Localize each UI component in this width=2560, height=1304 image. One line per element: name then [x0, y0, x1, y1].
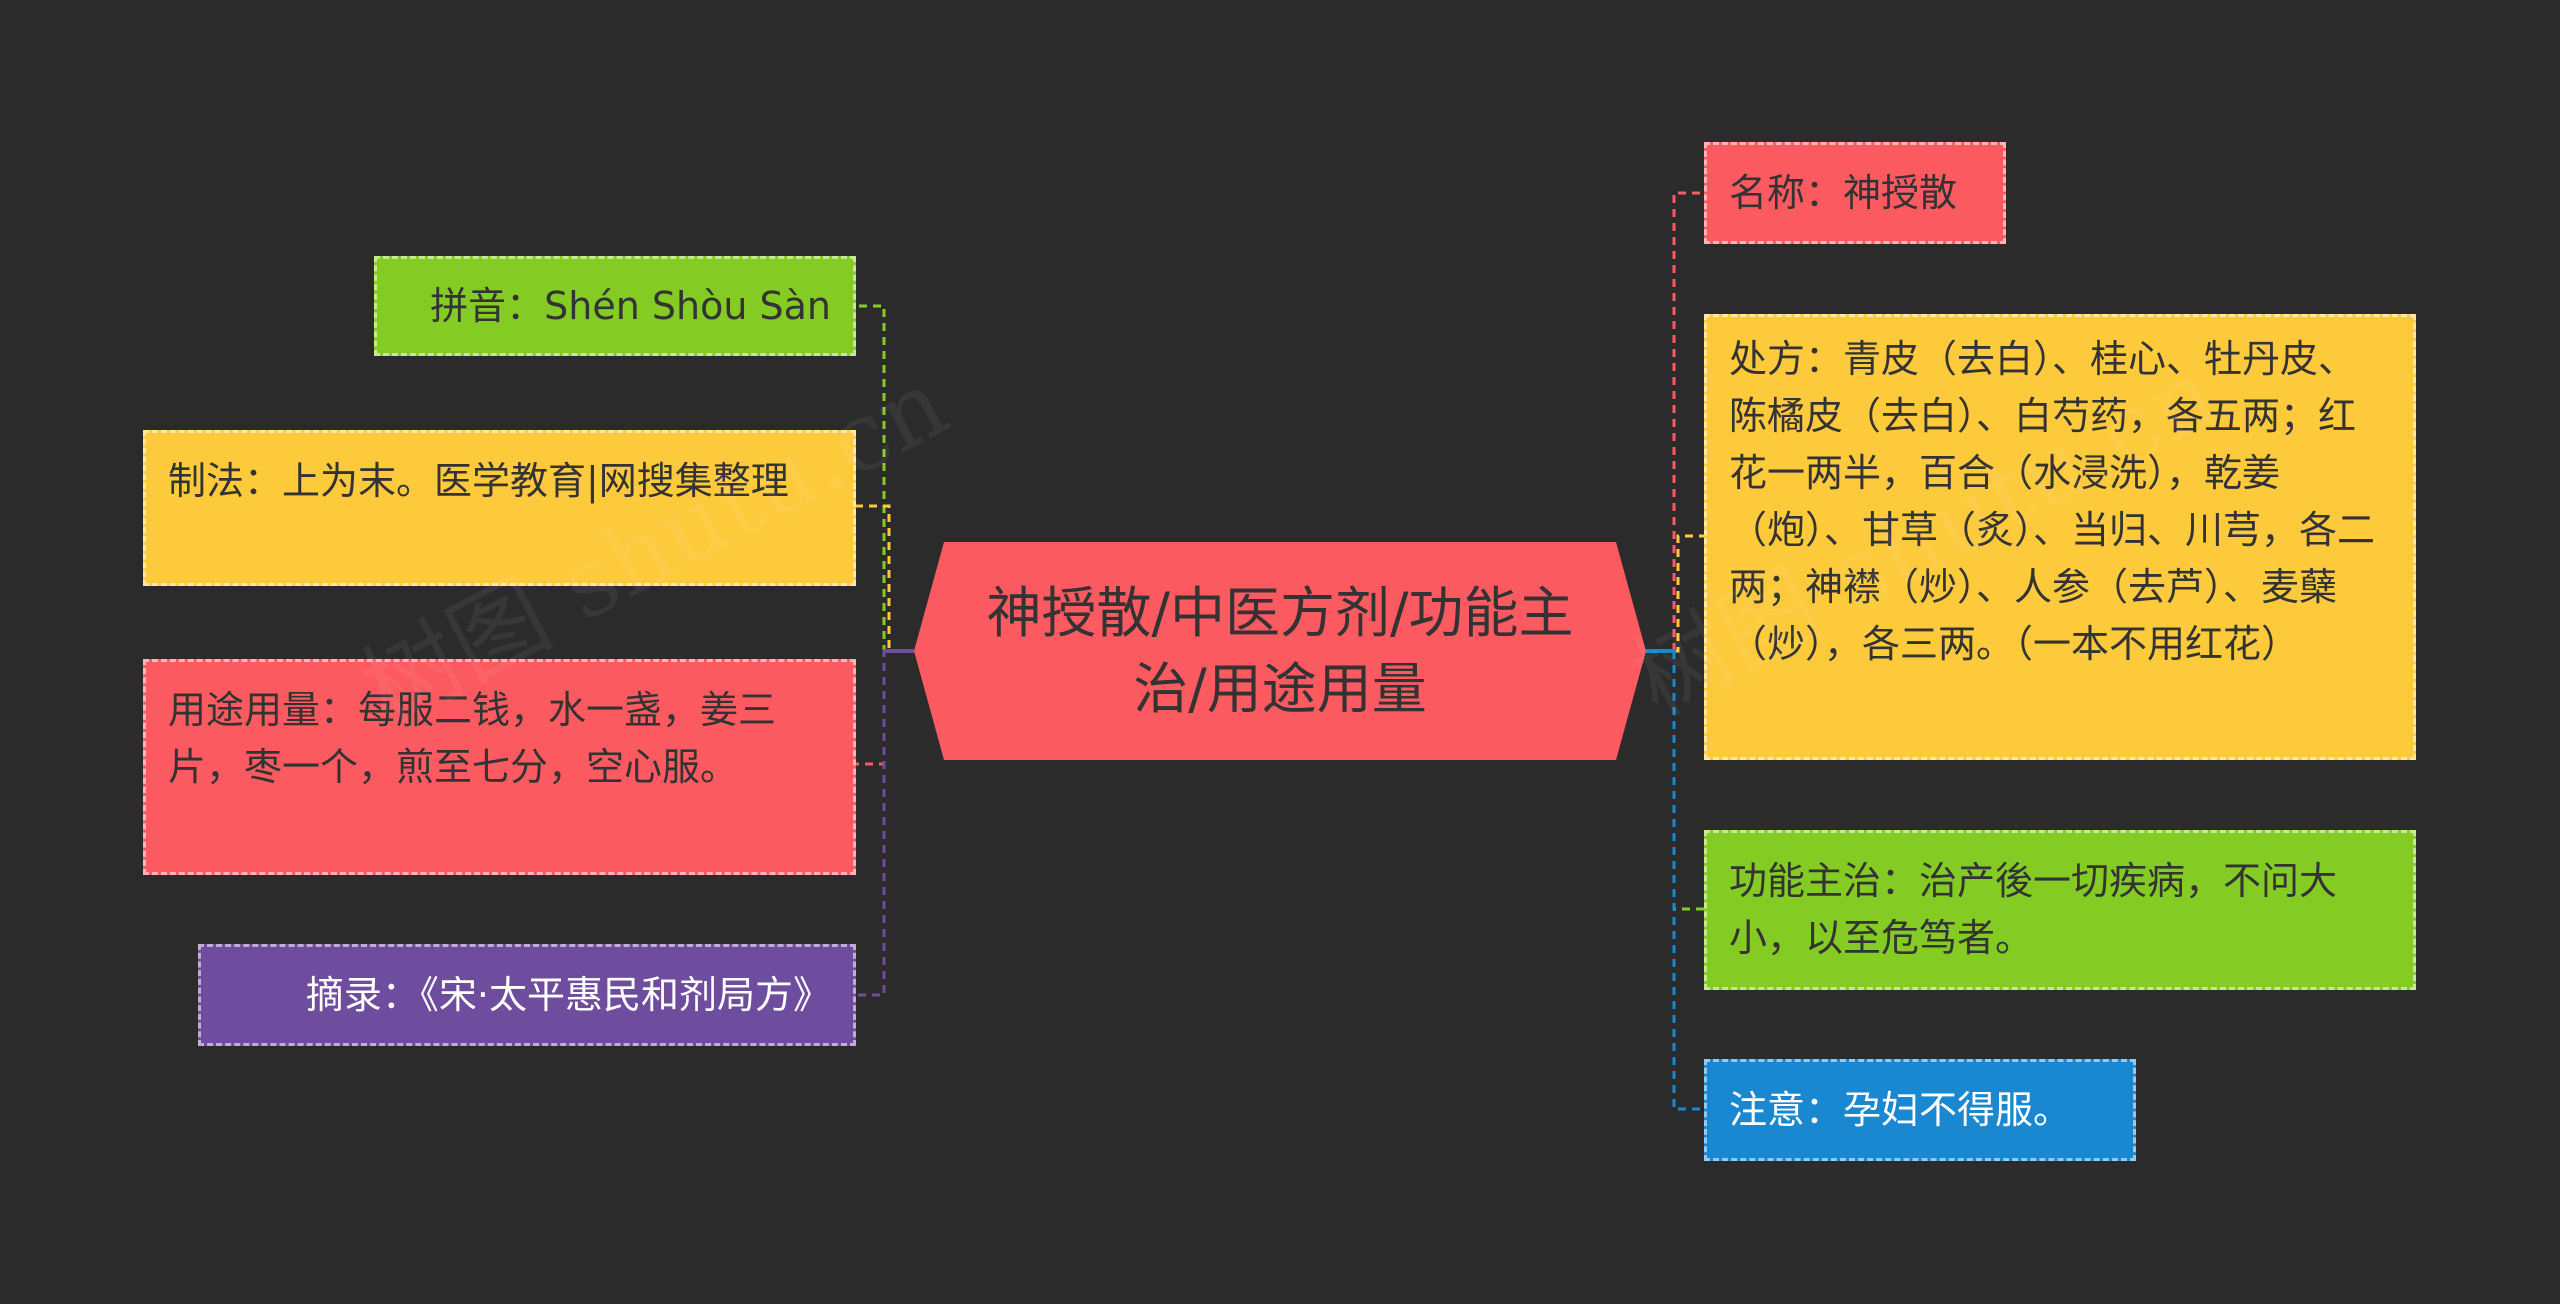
node-zhailu[interactable]: 摘录：《宋·太平惠民和剂局方》: [198, 944, 856, 1046]
node-chufang[interactable]: 处方：青皮（去白）、桂心、牡丹皮、陈橘皮（去白）、白芍药，各五两；红花一两半，百…: [1704, 314, 2416, 760]
link-mingcheng: [1646, 191, 1704, 653]
center-node[interactable]: 神授散/中医方剂/功能主治/用途用量: [914, 542, 1646, 760]
node-zhuyi[interactable]: 注意：孕妇不得服。: [1704, 1059, 2136, 1161]
node-gongneng-text: 功能主治：治产後一切疾病，不问大小，以至危笃者。: [1729, 859, 2338, 960]
node-chufang-text: 处方：青皮（去白）、桂心、牡丹皮、陈橘皮（去白）、白芍药，各五两；红花一两半，百…: [1729, 337, 2376, 666]
center-node-shape: [914, 542, 1646, 760]
node-yongtu[interactable]: 用途用量：每服二钱，水一盏，姜三片，枣一个，煎至七分，空心服。: [143, 659, 856, 875]
node-pinyin-text: 拼音：Shén Shòu Sàn: [430, 283, 831, 328]
node-mingcheng[interactable]: 名称：神授散: [1704, 142, 2006, 244]
center-node-label: 神授散/中医方剂/功能主治/用途用量: [986, 581, 1574, 721]
node-yongtu-text: 用途用量：每服二钱，水一盏，姜三片，枣一个，煎至七分，空心服。: [168, 688, 777, 789]
node-mingcheng-text: 名称：神授散: [1729, 170, 1958, 215]
link-pinyin: [856, 304, 914, 653]
node-gongneng[interactable]: 功能主治：治产後一切疾病，不问大小，以至危笃者。: [1704, 830, 2416, 990]
node-zhifa-text: 制法：上为末。医学教育|网搜集整理: [168, 459, 789, 503]
link-zhuyi: [1646, 649, 1704, 1111]
link-zhifa: [856, 504, 914, 653]
node-pinyin[interactable]: 拼音：Shén Shòu Sàn: [374, 256, 856, 356]
node-zhuyi-text: 注意：孕妇不得服。: [1729, 1087, 2072, 1132]
node-zhailu-text: 摘录：《宋·太平惠民和剂局方》: [305, 972, 831, 1017]
link-zhailu: [856, 649, 914, 997]
node-zhifa[interactable]: 制法：上为末。医学教育|网搜集整理: [143, 430, 856, 586]
